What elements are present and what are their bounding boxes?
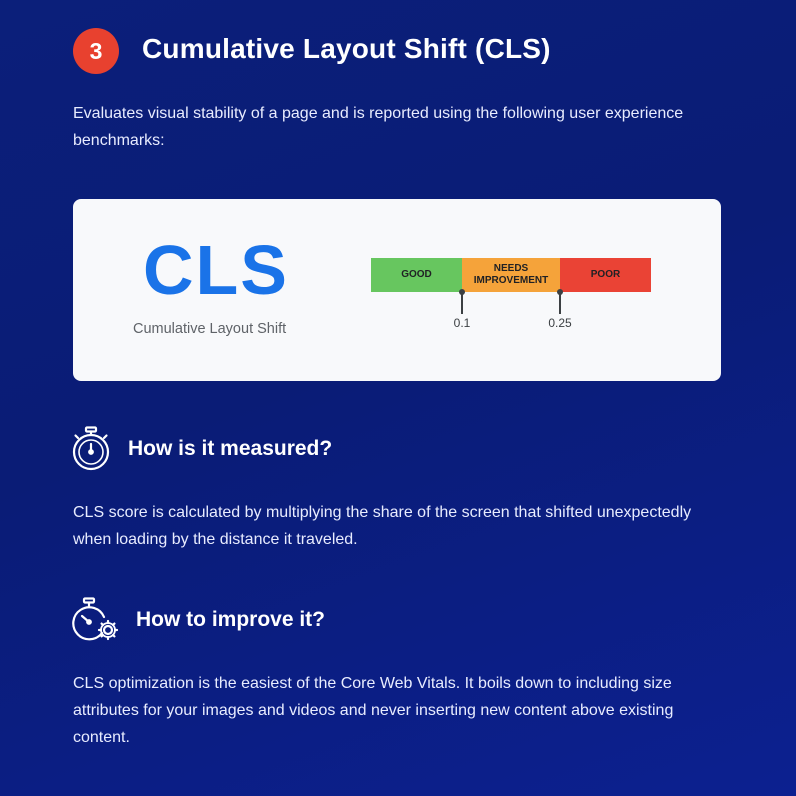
segment-needs-improvement: NEEDS IMPROVEMENT: [462, 258, 560, 292]
section-heading-measured: How is it measured?: [128, 437, 333, 460]
threshold-tick-2: [557, 289, 563, 314]
section-body-measured: CLS score is calculated by multiplying t…: [73, 504, 692, 548]
step-number-badge: 3: [73, 28, 119, 74]
segment-good: GOOD: [371, 258, 462, 292]
section-heading-improve: How to improve it?: [136, 608, 325, 631]
threshold-label-1: 0.1: [453, 316, 471, 330]
page-title: Cumulative Layout Shift (CLS): [142, 33, 551, 64]
benchmark-bar: GOOD NEEDS IMPROVEMENT POOR: [371, 258, 651, 292]
cls-benchmark-card: CLS Cumulative Layout Shift GOOD NEEDS I…: [73, 199, 721, 381]
threshold-label-2: 0.25: [548, 316, 572, 330]
threshold-tick-1: [459, 289, 465, 314]
cls-subtitle: Cumulative Layout Shift: [133, 321, 287, 337]
intro-text: Evaluates visual stability of a page and…: [73, 105, 684, 149]
stopwatch-icon: [71, 426, 111, 477]
segment-poor: POOR: [560, 258, 651, 292]
stopwatch-gear-icon: [71, 597, 121, 648]
cls-logo: CLS: [143, 231, 289, 309]
section-body-improve: CLS optimization is the easiest of the C…: [73, 675, 674, 746]
